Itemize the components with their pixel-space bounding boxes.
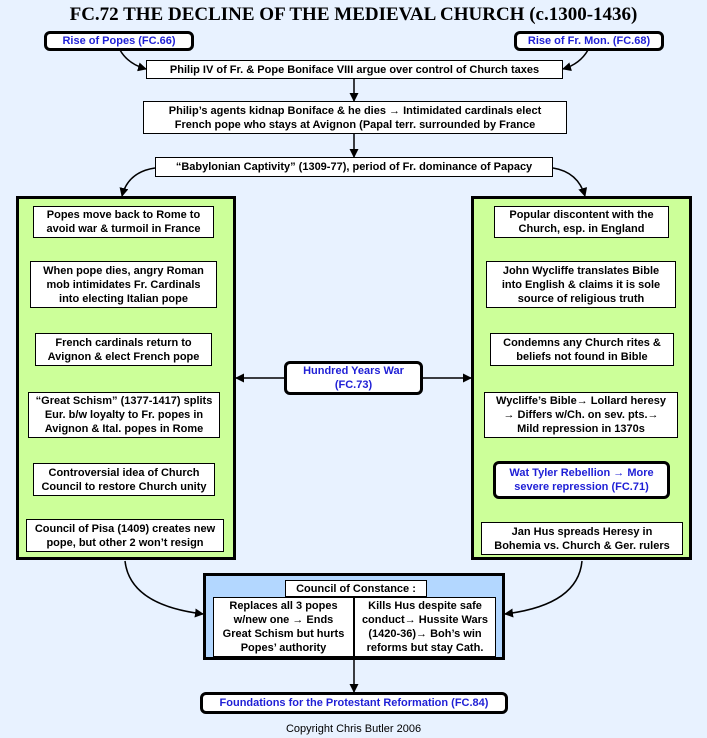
right-step-3: Condemns any Church rites & beliefs not …	[490, 333, 674, 366]
left-panel	[16, 196, 236, 560]
left-step-1: Popes move back to Rome to avoid war & t…	[33, 206, 214, 238]
babylonian-captivity-box: “Babylonian Captivity” (1309-77), period…	[155, 157, 553, 177]
council-of-constance-header: Council of Constance :	[285, 580, 427, 597]
arrow-right-constance	[504, 560, 583, 618]
arrow-babylonian-right	[552, 167, 588, 197]
right-step-1: Popular discontent with the Church, esp.…	[494, 206, 669, 238]
left-step-5: Controversial idea of Church Council to …	[33, 463, 215, 496]
right-panel	[471, 196, 692, 560]
left-step-4: “Great Schism” (1377-1417) splits Eur. b…	[28, 392, 220, 438]
page-title: FC.72 THE DECLINE OF THE MEDIEVAL CHURCH…	[69, 4, 638, 25]
hundred-years-war-link[interactable]: Hundred Years War (FC.73)	[284, 361, 423, 395]
left-step-2: When pope dies, angry Roman mob intimida…	[30, 261, 217, 308]
constance-right-box: Kills Hus despite safe conduct→ Hussite …	[354, 597, 496, 657]
rise-of-fr-mon-link[interactable]: Rise of Fr. Mon. (FC.68)	[514, 31, 664, 51]
foundations-reformation-link[interactable]: Foundations for the Protestant Reformati…	[200, 692, 508, 714]
constance-left-box: Replaces all 3 popes w/new one → Ends Gr…	[213, 597, 354, 657]
kidnap-box: Philip’s agents kidnap Boniface & he die…	[143, 101, 567, 134]
arrow-rise-popes	[119, 49, 147, 72]
arrow-babylonian-left	[119, 167, 156, 197]
right-step-4: Wycliffe’s Bible→ Lollard heresy → Diffe…	[484, 392, 678, 438]
left-step-3: French cardinals return to Avignon & ele…	[35, 333, 212, 366]
right-step-6: Jan Hus spreads Heresy in Bohemia vs. Ch…	[481, 522, 683, 555]
philip-argue-box: Philip IV of Fr. & Pope Boniface VIII ar…	[146, 60, 563, 79]
wat-tyler-rebellion-link[interactable]: Wat Tyler Rebellion → More severe repres…	[493, 461, 670, 499]
arrow-left-constance	[124, 560, 204, 618]
rise-of-popes-link[interactable]: Rise of Popes (FC.66)	[44, 31, 194, 51]
copyright-footer: Copyright Chris Butler 2006	[285, 723, 422, 735]
right-step-2: John Wycliffe translates Bible into Engl…	[486, 261, 676, 308]
left-step-6: Council of Pisa (1409) creates new pope,…	[26, 519, 224, 552]
arrow-rise-fr-mon	[562, 49, 589, 72]
